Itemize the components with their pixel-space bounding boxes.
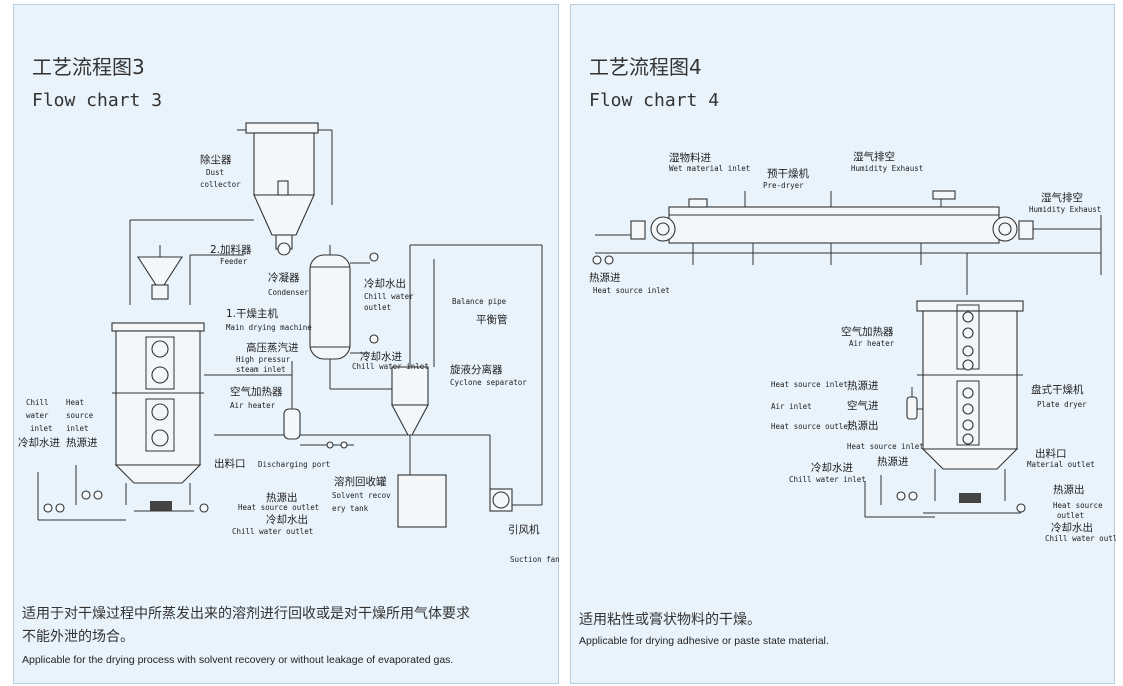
pre-dryer	[592, 190, 1102, 295]
label-steam-en1: High pressur	[236, 355, 291, 364]
label-chill-out-bot-en: Chill water outlet	[232, 527, 313, 536]
label-feeder-en: Feeder	[220, 257, 248, 266]
label-air-heater-en: Air heater	[230, 401, 276, 410]
solvent-recovery-tank	[397, 474, 447, 528]
label-left-heat-cn: 热源进	[66, 436, 98, 449]
main-drying-machine	[111, 322, 205, 512]
label-air-heater-cn: 空气加热器	[841, 325, 894, 338]
chart3-caption-cn-1: 适用于对干燥过程中所蒸发出来的溶剂进行回收或是对干燥所用气体要求	[22, 606, 470, 622]
label-steam-en2: steam inlet	[236, 365, 286, 374]
label-chill-out-top-cn: 冷却水出	[364, 277, 406, 290]
chart4-title-en: Flow chart 4	[589, 90, 720, 111]
label-predryer-cn: 预干燥机	[767, 167, 809, 180]
label-heat-out-en: Heat source outlet	[238, 503, 319, 512]
label-heat-out-cn: 热源出	[1053, 483, 1085, 496]
instrument-gauges	[37, 465, 209, 521]
label-balance-en: Balance pipe	[452, 297, 507, 306]
label-heat-in-cn: 热源进	[589, 271, 621, 284]
label-fan-cn: 引风机	[508, 523, 540, 536]
label-hs-outlet-en: Heat source outlet	[771, 422, 852, 431]
label-tank-en1: Solvent recov	[332, 491, 391, 500]
label-predryer-en: Pre-dryer	[763, 181, 804, 190]
chart4-process-diagram: 湿物料进 Wet material inlet 预干燥机 Pre-dryer 湿…	[589, 150, 1116, 543]
air-heater	[204, 361, 354, 449]
label-cyclone-cn: 旋液分离器	[450, 363, 503, 376]
chart4-caption-en: Applicable for drying adhesive or paste …	[579, 635, 829, 647]
chart4-title-cn: 工艺流程图4	[589, 55, 702, 79]
label-condenser-cn: 冷凝器	[268, 271, 300, 284]
label-hs-inlet-en: Heat source inlet	[771, 380, 848, 389]
chart3-title-en: Flow chart 3	[32, 90, 163, 111]
label-left-heat-en3: inlet	[66, 424, 89, 433]
chart4-caption-cn: 适用粘性或膏状物料的干燥。	[579, 612, 761, 628]
plate-air-heater	[906, 387, 923, 420]
label-mat-out-cn: 出料口	[1035, 447, 1067, 460]
label-tank-cn: 溶剂回收罐	[334, 475, 387, 488]
label-left-chill-en3: inlet	[30, 424, 53, 433]
label-condenser-en: Condenser	[268, 288, 309, 297]
label-dust-cn: 除尘器	[200, 153, 232, 166]
label-cyclone-en: Cyclone separator	[450, 378, 527, 387]
label-left-heat-en2: source	[66, 411, 94, 420]
feeder	[129, 219, 254, 305]
label-chill-in-cn: 冷却水进	[360, 350, 402, 363]
label-air-heater-en: Air heater	[849, 339, 895, 348]
label-hs-inlet2-en: Heat source inlet	[847, 442, 924, 451]
label-heat-in2-cn: 热源进	[877, 455, 909, 468]
chart3-caption-cn-2: 不能外泄的场合。	[22, 629, 134, 645]
label-humid-right-cn: 湿气排空	[1041, 191, 1083, 204]
label-air-inlet-en: Air inlet	[771, 402, 812, 411]
label-plate-en: Plate dryer	[1037, 400, 1087, 409]
label-left-chill-en1: Chill	[26, 398, 49, 407]
condenser	[309, 245, 392, 390]
chart3-process-diagram: 除尘器 Dust collector 2.加料器 Feeder 1.干燥主机 M…	[18, 122, 560, 564]
dust-collector	[237, 122, 333, 256]
label-fan-en: Suction fan	[510, 555, 560, 564]
label-wet-en: Wet material inlet	[669, 164, 750, 173]
chart3-title-cn: 工艺流程图3	[32, 55, 145, 79]
label-mat-out-en: Material outlet	[1027, 460, 1095, 469]
label-wet-cn: 湿物料进	[669, 151, 711, 164]
label-heat-out-en2: outlet	[1057, 511, 1084, 520]
cyclone-separator	[391, 244, 543, 505]
label-left-chill-cn: 冷却水进	[18, 436, 60, 449]
flow-chart-3-panel: 工艺流程图3 Flow chart 3	[13, 4, 560, 684]
label-main-cn: 1.干燥主机	[226, 307, 279, 320]
label-plate-cn: 盘式干燥机	[1031, 383, 1084, 396]
label-discharge-cn: 出料口	[214, 457, 246, 470]
label-hs-inlet-cn: 热源进	[847, 379, 879, 392]
flow-chart-4-panel: 工艺流程图4 Flow chart 4	[570, 4, 1116, 684]
chart3-caption-en: Applicable for the drying process with s…	[22, 654, 454, 666]
label-heat-out-en1: Heat source	[1053, 501, 1103, 510]
plate-instruments	[864, 475, 1026, 518]
label-humid-top-en: Humidity Exhaust	[851, 164, 923, 173]
label-discharge-en: Discharging port	[258, 460, 330, 469]
label-heat-out-cn: 热源出	[266, 491, 298, 504]
label-tank-en2: ery tank	[332, 504, 369, 513]
label-feeder-cn: 2.加料器	[210, 243, 252, 256]
label-chill-out-top-en1: Chill water	[364, 292, 414, 301]
label-dust-en2: collector	[200, 180, 241, 189]
label-humid-right-en: Humidity Exhaust	[1029, 205, 1101, 214]
label-balance-cn: 平衡管	[476, 313, 508, 326]
label-chill-out-top-en2: outlet	[364, 303, 391, 312]
label-chill-in-en: Chill water inlet	[352, 362, 429, 371]
label-main-en: Main drying machine	[226, 323, 312, 332]
plate-dryer	[916, 300, 1024, 514]
label-chill-out-en: Chill water outlet	[1045, 534, 1116, 543]
suction-fan	[214, 434, 542, 512]
label-steam-cn: 高压蒸汽进	[246, 341, 299, 354]
label-heat-in-en: Heat source inlet	[593, 286, 670, 295]
label-air-inlet-cn: 空气进	[847, 399, 879, 412]
label-left-chill-en2: water	[26, 411, 49, 420]
label-dust-en1: Dust	[206, 168, 224, 177]
label-chill-out-cn: 冷却水出	[1051, 521, 1093, 534]
label-hs-outlet-cn: 热源出	[847, 419, 879, 432]
label-chill-in-cn: 冷却水进	[811, 461, 853, 474]
label-chill-out-bot-cn: 冷却水出	[266, 513, 308, 526]
label-humid-top-cn: 湿气排空	[853, 150, 895, 163]
label-air-heater-cn: 空气加热器	[230, 385, 283, 398]
label-chill-in-en: Chill water inlet	[789, 475, 866, 484]
label-left-heat-en1: Heat	[66, 398, 84, 407]
